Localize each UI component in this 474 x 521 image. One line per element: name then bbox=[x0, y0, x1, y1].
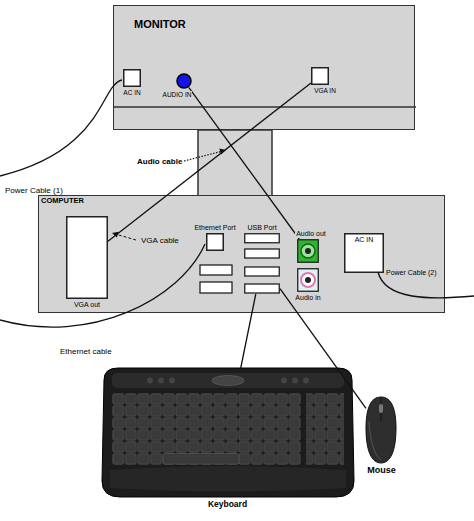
power-cable-2 bbox=[378, 272, 474, 298]
leader-line bbox=[184, 152, 221, 162]
label-anchor: VGA cable bbox=[140, 236, 180, 245]
scroll-wheel bbox=[379, 404, 383, 413]
port-shape bbox=[297, 268, 319, 292]
label-text: VGA IN bbox=[313, 87, 337, 94]
label-text: COMPUTER bbox=[41, 197, 84, 206]
port-shape bbox=[66, 216, 108, 299]
port-slot bbox=[200, 282, 232, 293]
ac-in-port: AC IN bbox=[123, 69, 141, 87]
label-text: AC IN bbox=[122, 89, 141, 96]
main-keys bbox=[112, 393, 301, 465]
label-text: Keyboard bbox=[208, 500, 247, 510]
port-slot bbox=[200, 265, 232, 275]
media-button bbox=[147, 378, 153, 384]
ethernet-port: Ethernet Port bbox=[206, 233, 224, 251]
label-text: Ethernet Port bbox=[193, 224, 236, 232]
mouse-body bbox=[366, 397, 396, 463]
port-shape bbox=[206, 233, 224, 251]
media-button bbox=[169, 378, 175, 384]
power-cable-1 bbox=[0, 80, 122, 176]
media-button bbox=[292, 378, 298, 384]
label-anchor: Power Cable (2) bbox=[385, 269, 438, 277]
mouse-illustration bbox=[366, 397, 396, 463]
cable-label: Ethernet cable bbox=[60, 347, 112, 356]
label-text: USB Port bbox=[246, 224, 277, 232]
keyboard-illustration bbox=[102, 368, 354, 497]
cable-label: Audio cable bbox=[137, 157, 182, 166]
wrist-rest bbox=[110, 466, 346, 492]
label-text: MONITOR bbox=[134, 18, 186, 31]
cable-label: Power Cable (2) bbox=[385, 269, 438, 277]
vga-in-port: VGA IN bbox=[311, 67, 329, 85]
cable-connector bbox=[108, 83, 311, 241]
mouse-highlight bbox=[369, 421, 381, 460]
cable-label: Power Cable (1) bbox=[5, 186, 63, 195]
label-anchor: Power Cable (1) bbox=[5, 186, 63, 195]
cable-connector bbox=[189, 87, 300, 239]
media-button bbox=[303, 378, 309, 384]
port-shape bbox=[244, 233, 280, 294]
monitor-box: MONITOR AC IN AUDIO IN VGA IN bbox=[113, 5, 415, 130]
port-shape bbox=[311, 67, 329, 85]
keyboard-body bbox=[102, 368, 354, 497]
label-text: Mouse bbox=[367, 465, 396, 475]
port-shape bbox=[123, 69, 141, 87]
ethernet-cable bbox=[0, 244, 205, 327]
vga-out-port: VGA out bbox=[66, 216, 108, 299]
media-button bbox=[158, 378, 164, 384]
space-bar bbox=[163, 454, 239, 465]
media-button bbox=[281, 378, 287, 384]
port-shape bbox=[176, 73, 192, 89]
usb-port: USB Port bbox=[244, 233, 280, 294]
computer-box: COMPUTERVGA outEthernet PortUSB PortAudi… bbox=[38, 195, 445, 313]
number-pad bbox=[306, 393, 344, 465]
port-shape bbox=[297, 239, 319, 263]
label-text: Audio in bbox=[294, 294, 321, 302]
media-dial bbox=[212, 376, 244, 386]
cable-connector bbox=[241, 294, 256, 368]
label-anchor: Ethernet cable bbox=[60, 347, 112, 356]
keyboard: Keyboard bbox=[100, 368, 355, 498]
audio-in-jack: Audio in bbox=[297, 268, 319, 292]
label-text: AC IN bbox=[355, 236, 374, 244]
ac-in-port: AC IN bbox=[344, 233, 384, 273]
cable-connector bbox=[280, 289, 366, 409]
mouse: Mouse bbox=[366, 397, 397, 463]
media-strip bbox=[112, 373, 344, 388]
label-text: VGA out bbox=[73, 301, 101, 309]
label-anchor: Audio cable bbox=[137, 157, 182, 166]
label-text: AUDIO IN bbox=[162, 91, 193, 98]
audio-in-jack: AUDIO IN bbox=[176, 73, 192, 89]
audio-out-jack: Audio out bbox=[297, 239, 319, 263]
cable-label: VGA cable bbox=[140, 236, 180, 245]
leader-line bbox=[117, 235, 136, 241]
label-text: Audio out bbox=[295, 230, 327, 238]
